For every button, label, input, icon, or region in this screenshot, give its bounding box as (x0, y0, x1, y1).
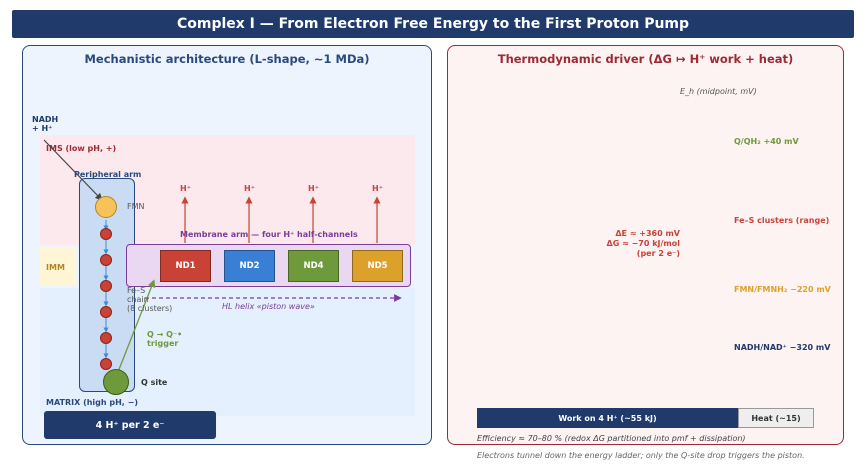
nd5-module: ND5 (352, 250, 403, 282)
thermodynamic-panel-title: Thermodynamic driver (ΔG ↦ H⁺ work + hea… (497, 52, 794, 66)
ims-label: IMS (low pH, +) (46, 144, 117, 153)
work-bar: Work on 4 H⁺ (~55 kJ) (477, 408, 738, 428)
delta-energy-label: ΔE ≈ +360 mV ΔG ≈ −70 kJ/mol (per 2 e⁻) (606, 229, 680, 258)
hl-helix-label: HL helix «piston wave» (222, 302, 315, 311)
heat-bar: Heat (~15) (738, 408, 814, 428)
fes-cluster-5 (100, 332, 112, 344)
matrix-label: MATRIX (high pH, −) (46, 398, 138, 407)
level-label-fmn: FMN/FMNH₂ −220 mV (734, 285, 831, 294)
proton-label-4: H⁺ (372, 184, 383, 193)
page-title: Complex I — From Electron Free Energy to… (12, 10, 854, 38)
caption: Electrons tunnel down the energy ladder;… (477, 451, 805, 460)
fes-cluster-2 (100, 254, 112, 266)
fes-cluster-3 (100, 280, 112, 292)
q-site-label: Q site (141, 378, 168, 387)
trigger-arrow (117, 279, 156, 373)
imm-label: IMM (46, 263, 65, 272)
membrane-arm-label: Membrane arm — four H⁺ half-channels (180, 230, 358, 239)
proton-label-1: H⁺ (180, 184, 191, 193)
peripheral-arm-label: Peripheral arm (74, 170, 142, 179)
thermodynamic-panel (447, 45, 844, 445)
imm-zone (40, 247, 76, 285)
fes-cluster-1 (100, 228, 112, 240)
level-label-q: Q/QH₂ +40 mV (734, 137, 799, 146)
mechanistic-panel-title: Mechanistic architecture (L-shape, ~1 MD… (84, 52, 370, 66)
energy-axis-label: E_h (midpoint, mV) (680, 87, 757, 96)
nd1-module: ND1 (160, 250, 211, 282)
level-label-fes: Fe–S clusters (range) (734, 216, 830, 225)
nd4-module: ND4 (288, 250, 339, 282)
proton-label-2: H⁺ (244, 184, 255, 193)
fmn-cofactor (95, 196, 117, 218)
level-label-nadh: NADH/NAD⁺ −320 mV (734, 343, 831, 352)
nadh-to-fmn-arrow (43, 139, 103, 201)
trigger-label: Q → Q⁻• trigger (147, 330, 183, 348)
fes-cluster-4 (100, 306, 112, 318)
q-site (103, 369, 129, 395)
fmn-label: FMN (127, 202, 145, 211)
fes-chain-label: Fe–S chain (8 clusters) (127, 286, 173, 313)
nd2-module: ND2 (224, 250, 275, 282)
stoichiometry-box: 4 H⁺ per 2 e⁻ (44, 411, 216, 439)
proton-label-3: H⁺ (308, 184, 319, 193)
fes-cluster-6 (100, 358, 112, 370)
efficiency-note: Efficiency ≈ 70–80 % (redox ΔG partition… (477, 434, 746, 443)
nadh-label: NADH + H⁺ (32, 115, 59, 133)
